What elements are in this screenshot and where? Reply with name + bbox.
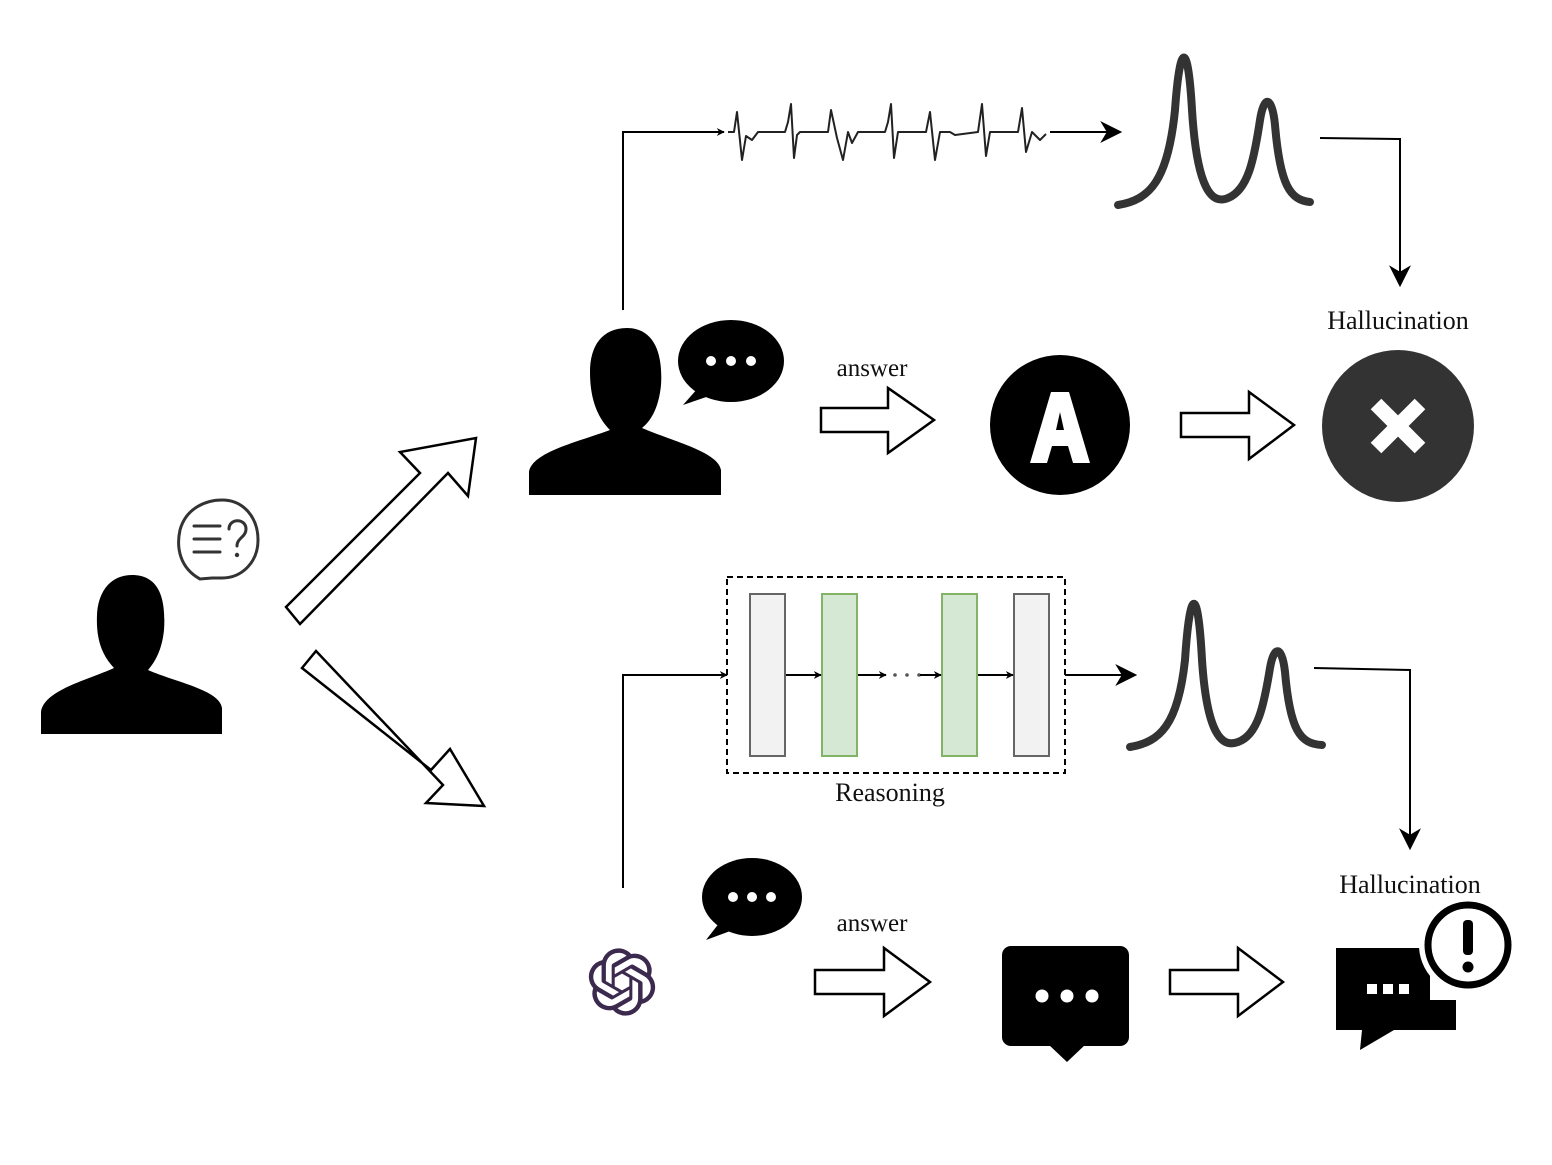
reasoning-layer-hidden-1 (821, 593, 858, 757)
upper-peaks-to-hallucination-connector (1319, 137, 1411, 288)
llm-speech-bubble-icon (702, 858, 802, 940)
reasoning-layers-block (726, 576, 1066, 774)
lower-feature-connector (622, 671, 728, 888)
message-to-warning-arrow (1168, 945, 1286, 1019)
hallucination-label-top: Hallucination (1327, 306, 1469, 335)
answer-label-bottom: answer (836, 910, 908, 937)
reasoning-layer-output (1013, 593, 1050, 757)
reasoning-layer-hidden-n (941, 593, 978, 757)
double-peak-curve-icon (1114, 53, 1314, 209)
chat-message-icon (1002, 946, 1129, 1062)
lower-branch-arrow (300, 649, 487, 808)
reasoning-label: Reasoning (835, 778, 945, 807)
noisy-signal-icon (728, 103, 1047, 161)
openai-logo-icon (588, 948, 656, 1016)
answer-label-top: answer (836, 355, 908, 382)
question-bubble-icon (177, 498, 260, 581)
letter-a-circle-icon (990, 355, 1130, 495)
reasoning-layer-input (749, 593, 786, 757)
upper-branch-arrow (284, 436, 478, 626)
answer-arrow-top (819, 385, 937, 456)
answer-arrow-bottom (813, 945, 933, 1019)
lower-peaks-to-hallucination-connector (1313, 667, 1421, 851)
speech-bubble-icon (678, 320, 784, 405)
asker-person-icon (41, 575, 222, 734)
x-circle-icon (1322, 350, 1474, 502)
hallucination-label-bottom: Hallucination (1339, 870, 1481, 899)
human-answerer-icon (529, 328, 721, 495)
double-peak-curve-lower-icon (1126, 600, 1326, 751)
chat-warning-icon (1336, 896, 1517, 1050)
a-to-wrong-arrow (1179, 389, 1297, 462)
upper-feature-connector (622, 128, 725, 310)
